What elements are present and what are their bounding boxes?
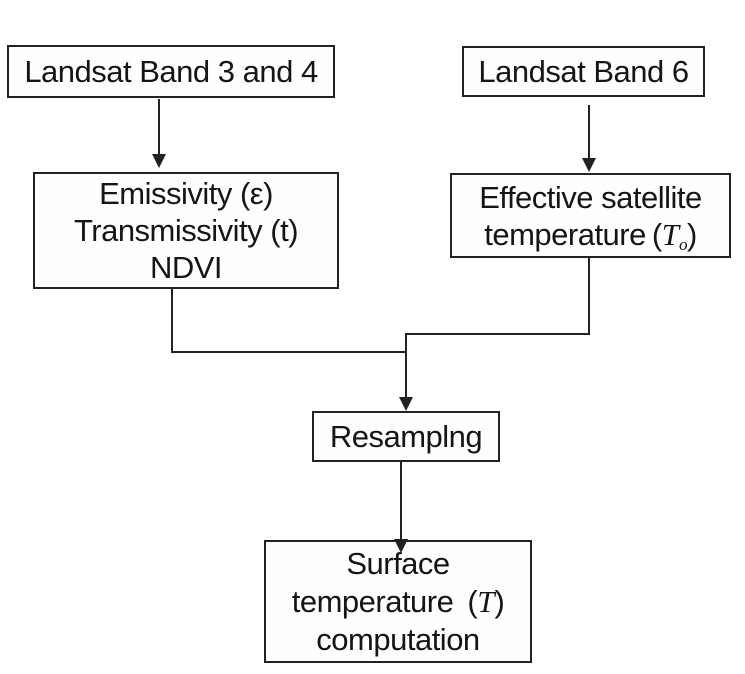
connector-merge-step	[405, 333, 407, 353]
arrowhead-down-icon	[399, 397, 413, 411]
connector-landsat34-to-emissivity	[158, 99, 160, 154]
close-paren: )	[494, 583, 505, 619]
node-landsat-band-3-4: Landsat Band 3 and 4	[7, 45, 335, 98]
node-label: Resamplng	[329, 418, 483, 454]
label-text: temperature	[291, 583, 454, 619]
connector-emissivity-horizontal	[171, 351, 407, 353]
node-label-line: Emissivity (ε)	[99, 176, 273, 211]
label-text: temperature	[484, 216, 646, 252]
connector-merge-to-resampling	[405, 351, 407, 397]
node-label-line: Effective satellite	[479, 179, 702, 215]
arrowhead-down-icon	[582, 158, 596, 172]
node-emissivity-transmissivity-ndvi: Emissivity (ε) Transmissivity (t) NDVI	[33, 172, 339, 289]
node-label-line: temperature(To)	[484, 216, 697, 253]
connector-emissivity-drop	[171, 289, 173, 353]
math-subscript-o: o	[678, 234, 688, 254]
math-expression: (T)	[467, 584, 504, 619]
node-label-line: Transmissivity (t)	[73, 213, 299, 248]
node-label: Landsat Band 3 and 4	[24, 53, 318, 89]
close-paren: )	[686, 216, 697, 252]
connector-resampling-to-surface-temp	[400, 462, 402, 541]
node-label-line: NDVI	[149, 250, 223, 285]
node-effective-satellite-temperature: Effective satellite temperature(To)	[450, 173, 731, 258]
node-label-line: temperature (T)	[292, 583, 505, 621]
connector-effective-temp-horizontal	[405, 333, 590, 335]
arrowhead-down-icon	[394, 539, 408, 553]
open-paren: (	[651, 216, 662, 252]
node-landsat-band-6: Landsat Band 6	[462, 46, 705, 97]
arrowhead-down-icon	[152, 154, 166, 168]
math-variable-T: T	[661, 216, 679, 252]
node-resampling: Resamplng	[312, 411, 500, 462]
connector-effective-temp-drop	[588, 258, 590, 335]
math-expression: (To)	[651, 216, 697, 254]
connector-landsat6-to-effective-temp	[588, 105, 590, 158]
node-surface-temperature-computation: Surface temperature(T) computation	[264, 540, 532, 663]
node-label: Landsat Band 6	[478, 53, 689, 89]
open-paren: (	[467, 583, 478, 619]
node-label-line: computation	[316, 621, 480, 657]
math-variable-T: T	[477, 583, 495, 619]
